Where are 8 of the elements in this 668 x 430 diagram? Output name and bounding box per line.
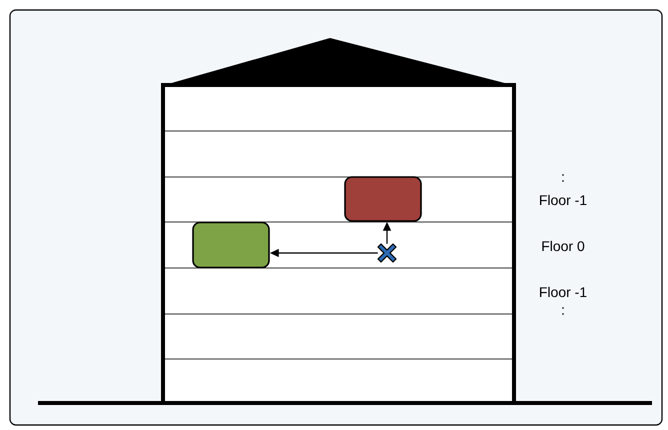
floor-label: Floor -1 — [540, 194, 586, 206]
floor-label: Floor 0 — [542, 240, 584, 252]
cross-marker — [377, 243, 397, 263]
rounded-box — [192, 222, 270, 268]
rounded-box — [344, 176, 422, 222]
ellipsis-mark: : — [562, 307, 564, 315]
ellipsis-mark: : — [562, 174, 564, 182]
floor-label: Floor -1 — [540, 286, 586, 298]
